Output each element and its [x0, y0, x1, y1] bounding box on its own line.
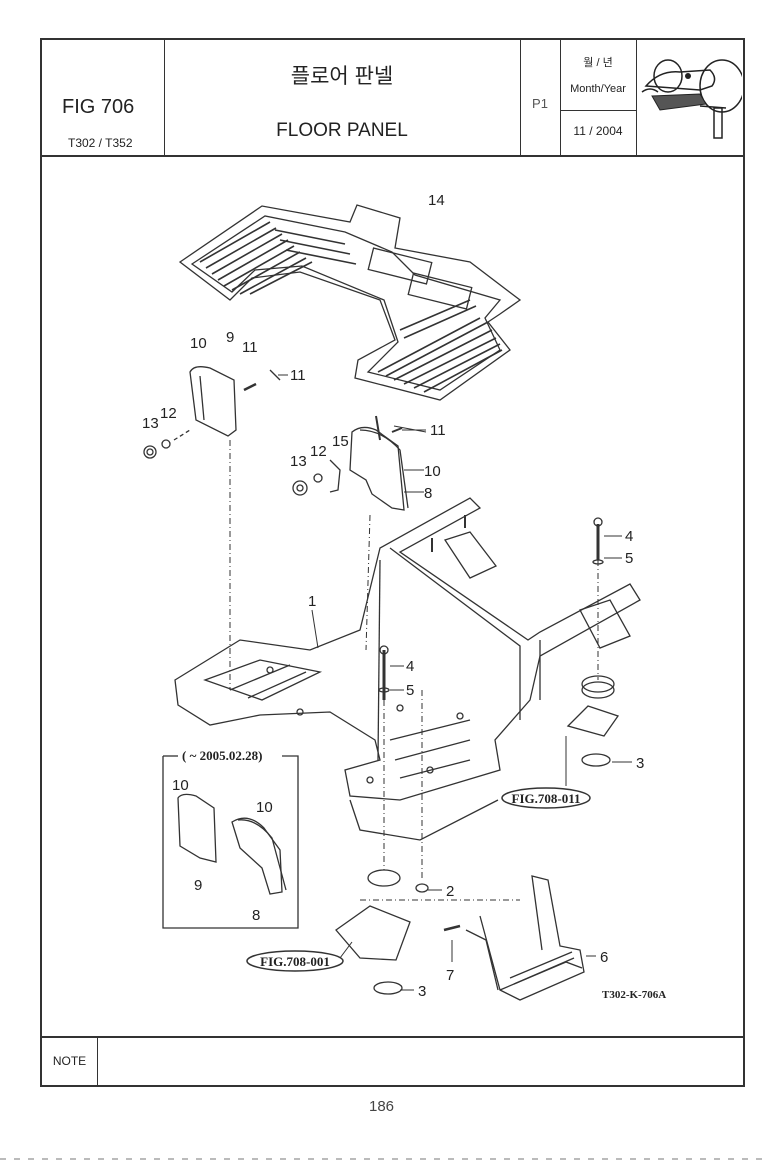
ref-fig-708-011: FIG.708-011 [512, 791, 581, 806]
divider [164, 40, 165, 155]
page-code: P1 [532, 96, 548, 111]
callout-8: 8 [424, 485, 432, 502]
callout-1: 1 [308, 593, 316, 610]
callout-12: 12 [160, 405, 177, 422]
inset-callout-10: 10 [256, 799, 273, 816]
callout-4: 4 [406, 658, 414, 675]
callout-13: 13 [290, 453, 307, 470]
callout-4: 4 [625, 528, 633, 545]
inset-box [162, 755, 299, 929]
title-korean: 플로어 판넬 [290, 65, 394, 88]
side-panel-right [292, 415, 409, 511]
leader-lines [278, 374, 632, 991]
scan-edge [0, 1158, 763, 1160]
callout-6: 6 [600, 949, 608, 966]
note-label: NOTE [52, 1054, 87, 1068]
divider [97, 1038, 98, 1087]
callout-11: 11 [430, 422, 446, 439]
date-value: 11 / 2004 [573, 124, 623, 138]
callout-11: 11 [242, 339, 258, 356]
callout-2: 2 [446, 883, 454, 900]
model-numbers: T302 / T352 [68, 136, 133, 150]
floor-mat [178, 204, 522, 401]
callout-15: 15 [332, 433, 349, 450]
side-panel-left [143, 366, 281, 459]
main-frame [174, 497, 641, 841]
inset-date-label: ( ~ 2005.02.28) [182, 748, 262, 763]
divider [636, 40, 637, 155]
tractor-thumbnail-icon [641, 59, 742, 139]
title-english: FLOOR PANEL [276, 120, 408, 141]
callout-11: 11 [290, 367, 306, 384]
title-block: FIG 706 T302 / T352 플로어 판넬 FLOOR PANEL P… [42, 40, 743, 157]
drawing-code: T302-K-706A [602, 989, 666, 1001]
callout-10: 10 [424, 463, 441, 480]
page-number: 186 [368, 1098, 395, 1115]
ref-fig-708-001: FIG.708-001 [260, 954, 330, 969]
callout-9: 9 [226, 329, 234, 346]
divider [560, 40, 561, 155]
date-label-korean: 월 / 년 [583, 57, 613, 69]
callout-3: 3 [636, 755, 644, 772]
callout-13: 13 [142, 415, 159, 432]
callout-3: 3 [418, 983, 426, 1000]
divider [520, 40, 521, 155]
callout-5: 5 [406, 682, 414, 699]
fig-number: FIG 706 [62, 96, 135, 118]
page-frame: FIG 706 T302 / T352 플로어 판넬 FLOOR PANEL P… [40, 38, 745, 1087]
step-bracket [465, 875, 585, 1001]
callout-14: 14 [428, 192, 445, 209]
date-label-english: Month/Year [570, 83, 626, 95]
callout-7: 7 [446, 967, 454, 984]
inset-callout-10: 10 [172, 777, 189, 794]
bolts-and-mounts [335, 517, 620, 995]
inset-callout-9: 9 [194, 877, 202, 894]
note-row: NOTE [42, 1036, 743, 1087]
callout-10: 10 [190, 335, 207, 352]
date-divider [560, 110, 636, 111]
callout-12: 12 [310, 443, 327, 460]
callout-5: 5 [625, 550, 633, 567]
inset-callout-8: 8 [252, 907, 260, 924]
